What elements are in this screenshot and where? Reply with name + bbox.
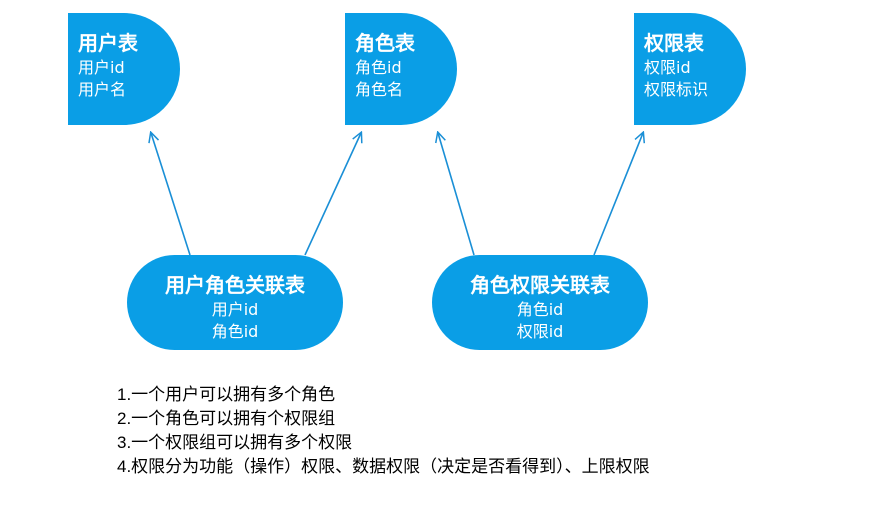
arrow-user-role-to-user	[151, 133, 191, 256]
role-permission-join-node: 角色权限关联表 角色id 权限id	[432, 255, 648, 350]
notes-list: 1.一个用户可以拥有多个角色 2.一个角色可以拥有个权限组 3.一个权限组可以拥…	[117, 383, 650, 479]
note-item: 3.一个权限组可以拥有多个权限	[117, 433, 353, 452]
role-permission-join-title: 角色权限关联表	[470, 273, 610, 297]
user-table-field-id: 用户id	[78, 58, 125, 77]
permission-table-field-key: 权限标识	[644, 80, 709, 99]
role-permission-join-field-permission-id: 权限id	[516, 322, 564, 341]
user-role-join-node: 用户角色关联表 用户id 角色id	[127, 255, 343, 350]
user-role-join-field-user-id: 用户id	[211, 300, 259, 319]
arrow-user-role-to-role	[304, 133, 361, 256]
note-item: 2.一个角色可以拥有个权限组	[117, 409, 336, 428]
arrow-role-permission-to-permission	[593, 133, 643, 256]
user-role-join-field-role-id: 角色id	[211, 322, 259, 341]
role-table-field-id: 角色id	[355, 58, 402, 77]
role-table-node: 角色表 角色id 角色名	[345, 13, 457, 125]
role-table-field-name: 角色名	[355, 80, 404, 99]
role-permission-join-field-role-id: 角色id	[516, 300, 564, 319]
permission-table-field-id: 权限id	[644, 58, 691, 77]
user-table-title: 用户表	[78, 31, 138, 55]
permission-table-title: 权限表	[644, 31, 704, 55]
permission-table-node: 权限表 权限id 权限标识	[634, 13, 746, 125]
arrow-role-permission-to-role	[438, 133, 475, 256]
user-table-node: 用户表 用户id 用户名	[68, 13, 180, 125]
note-item: 1.一个用户可以拥有多个角色	[117, 385, 336, 404]
user-role-join-title: 用户角色关联表	[165, 273, 305, 297]
note-item: 4.权限分为功能（操作）权限、数据权限（决定是否看得到）、上限权限	[117, 457, 650, 476]
user-table-field-name: 用户名	[78, 80, 127, 99]
role-table-title: 角色表	[355, 31, 415, 55]
